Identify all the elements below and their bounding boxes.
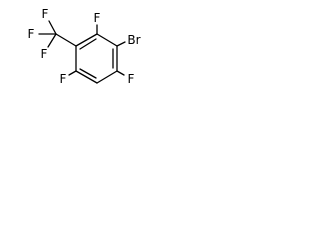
atom-f-bottom-right-label: F [128, 72, 135, 86]
bond-cf3-f-upper-left [48, 20, 57, 35]
atom-f-top-label: F [94, 11, 101, 25]
bond-c2-br [116, 41, 126, 47]
atom-f-cf3-upper-left-label: F [42, 7, 49, 21]
atom-f-cf3-lower-label: F [41, 47, 48, 61]
molecule-structure: Br F F F F F F [28, 7, 141, 86]
bond-ring-c1-c2 [96, 33, 118, 47]
molecule-diagram: Br F F F F F F [0, 0, 170, 113]
bond-ring-c4-c5 [75, 70, 98, 84]
atom-br-label: Br [127, 33, 140, 47]
atom-f-bottom-left-label: F [60, 72, 67, 86]
bond-ring-c6-c1-inner [79, 38, 97, 50]
bond-ring-c6-c1 [75, 33, 98, 47]
bond-c6-cf3-carbon [55, 33, 77, 47]
bond-c5-f-bottom-left [68, 70, 77, 76]
bond-ring-c4-c5-inner [79, 68, 97, 79]
bond-ring-c3-c4 [96, 70, 118, 84]
bond-cf3-f-lower [47, 33, 57, 48]
atom-f-cf3-left-label: F [28, 27, 35, 41]
bond-c3-f-bottom-right [116, 70, 125, 76]
